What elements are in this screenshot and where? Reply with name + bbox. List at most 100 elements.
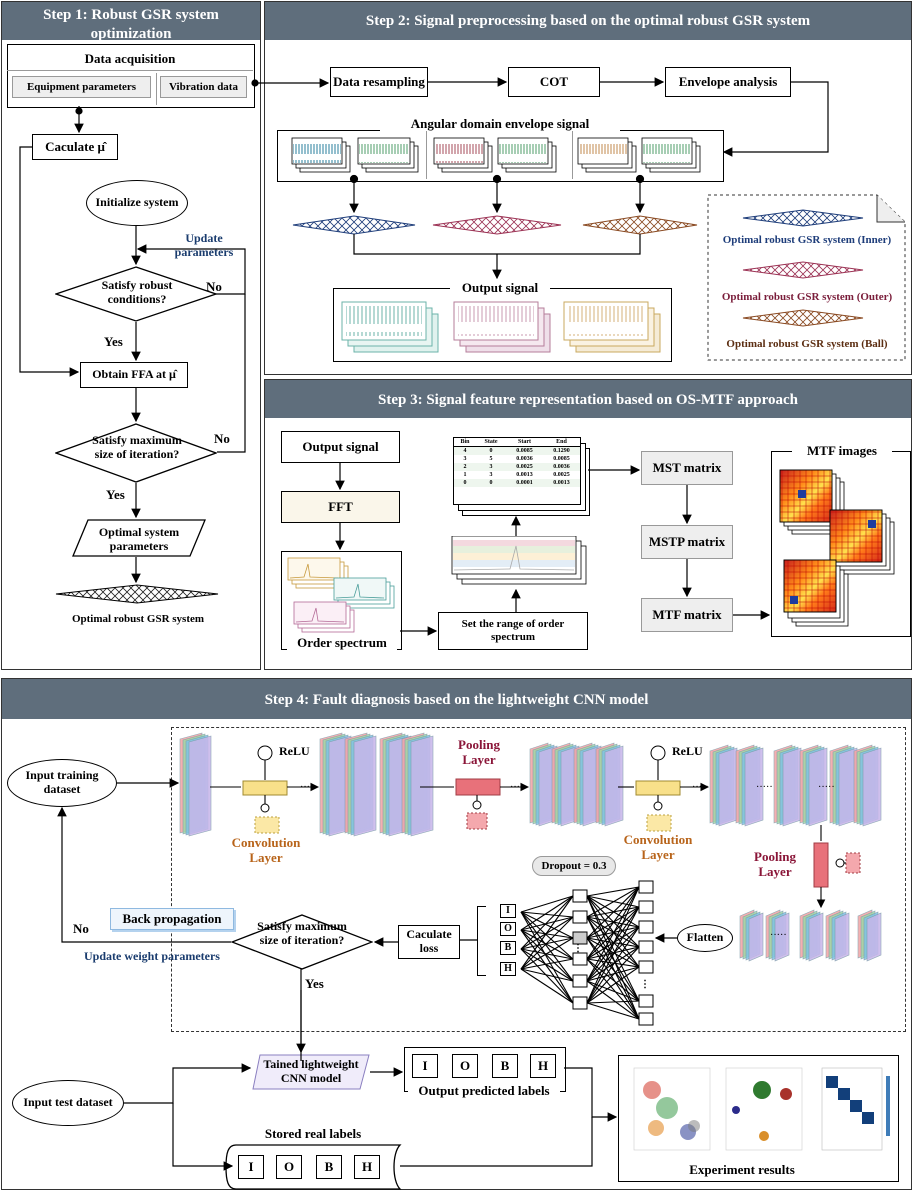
dense-neuron <box>638 880 654 894</box>
dense-edge <box>586 895 640 1002</box>
dense-edge <box>586 916 640 1020</box>
conv-kernel <box>646 814 672 832</box>
data-acquisition-label: Data acquisition <box>84 51 176 66</box>
dense-neuron <box>638 1012 654 1026</box>
hidden-neuron <box>572 996 588 1010</box>
dense-edge <box>586 886 640 1004</box>
iteration-diamond-1 <box>55 423 217 483</box>
stored-label-o: O <box>276 1155 302 1179</box>
dense-edge <box>586 886 640 960</box>
dropout-pill: Dropout = 0.3 <box>532 856 616 876</box>
output-layer-bracket <box>477 906 486 976</box>
feature-map <box>834 912 850 962</box>
trained-model-label: Tained lightweight CNN model <box>263 1057 359 1085</box>
dense-dots: ⋮ <box>640 979 650 990</box>
mst-matrix-box: MST matrix <box>641 451 733 485</box>
feature-map <box>188 735 212 837</box>
pooling-kernel <box>466 812 488 830</box>
stored-label-h: H <box>354 1155 380 1179</box>
calculate-loss-box: Caculate loss <box>398 925 460 959</box>
dense-edge <box>586 966 640 1004</box>
feature-map <box>604 745 624 827</box>
iteration-label-2: Satisfy maximum size of iteration? <box>257 919 347 947</box>
ellipsis-dots: ····· <box>300 782 317 793</box>
pooling-label-1: Pooling Layer <box>458 737 500 767</box>
step2-connectors <box>251 77 829 280</box>
dense-edge <box>520 911 574 1004</box>
dense-edge <box>586 946 640 982</box>
step3-title: Step 3: Signal feature representation ba… <box>265 380 911 418</box>
dense-edge <box>586 886 640 982</box>
mtf-images-label: MTF images <box>792 443 892 459</box>
step1-panel: Step 1: Robust GSR system optimization <box>1 1 261 670</box>
mtf-heatmaps <box>779 469 895 627</box>
dense-edge <box>586 958 640 968</box>
hidden-neuron <box>572 889 588 903</box>
optimal-params-label: Optimal system parameters <box>98 525 180 553</box>
dense-edge <box>586 937 640 1002</box>
output-neuron-i: I <box>500 904 516 918</box>
stored-labels-title: Stored real labels <box>264 1126 362 1141</box>
hidden-neuron <box>572 952 588 966</box>
conv-label-1: Convolution Layer <box>231 835 301 865</box>
step2-title: Step 2: Signal preprocessing based on th… <box>265 2 911 40</box>
relu-label-2: ReLU <box>672 744 703 758</box>
table-header: Start <box>517 439 531 445</box>
legend-outer-label: Optimal robust GSR system (Outer) <box>721 291 893 303</box>
feature-map <box>774 912 790 962</box>
robust-conditions-label: Satisfy robust conditions? <box>101 278 173 306</box>
dense-edge <box>520 895 574 970</box>
mtf-matrix-box: MTF matrix <box>641 598 733 632</box>
trained-model-shape <box>252 1054 370 1090</box>
predicted-label-i: I <box>412 1054 438 1078</box>
dense-edge <box>586 1000 640 1004</box>
vibration-data-box: Vibration data <box>160 76 247 98</box>
optimal-params-parallelogram <box>72 519 206 557</box>
initialize-system-oval: Initialize system <box>86 180 188 226</box>
gsr-legend-note <box>707 194 906 361</box>
table-header: State <box>484 439 498 445</box>
dense-edge <box>520 948 574 1004</box>
feature-map <box>744 747 764 827</box>
feature-map <box>808 912 824 962</box>
feature-map <box>748 912 764 962</box>
dense-neuron <box>638 940 654 954</box>
dense-neuron <box>638 900 654 914</box>
step1-title: Step 1: Robust GSR system optimization <box>2 2 260 42</box>
cot-box: COT <box>508 67 600 97</box>
dense-edge <box>520 929 574 960</box>
output-neuron-o: O <box>500 922 516 936</box>
step4-title: Step 4: Fault diagnosis based on the lig… <box>2 679 911 719</box>
feature-map <box>808 747 828 827</box>
predicted-labels-title: Output predicted labels <box>408 1083 560 1099</box>
dense-edge <box>586 1002 640 1020</box>
output-neuron-h: H <box>500 962 516 976</box>
table-header: End <box>556 439 567 445</box>
ellipsis-dots: ····· <box>692 782 709 793</box>
iteration-label-1: Satisfy maximum size of iteration? <box>92 433 182 461</box>
data-resampling-box: Data resampling <box>330 67 428 97</box>
pooling-label-2: Pooling Layer <box>754 849 796 879</box>
dense-edge <box>586 895 640 1020</box>
dense-edge <box>520 929 574 982</box>
dense-edge <box>520 895 574 931</box>
table-header: Bin <box>460 439 470 445</box>
cnn-dashed-region <box>171 727 906 1032</box>
dense-edge <box>586 946 640 1004</box>
legend-inner-label: Optimal robust GSR system (Inner) <box>722 234 892 246</box>
dense-neuron <box>638 960 654 974</box>
binned-spectrum-stack <box>451 536 587 585</box>
feature-map <box>353 735 377 837</box>
no-label-2: No <box>214 431 230 446</box>
input-training-oval: Input training dataset <box>7 759 117 807</box>
dense-edge <box>520 911 574 982</box>
calculate-mu-box: Caculate μ̂ <box>32 134 118 160</box>
dense-neuron <box>638 994 654 1008</box>
